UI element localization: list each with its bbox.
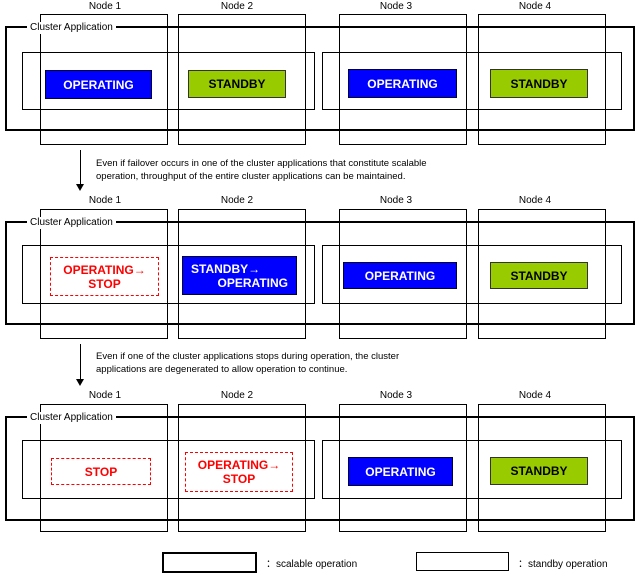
- cluster-application-label: Cluster Application: [27, 22, 116, 34]
- legend-standby-label: ：standby operation: [518, 559, 608, 570]
- down-arrow-2-icon: [76, 379, 84, 386]
- node-2-state-operating-to-stop: OPERATING→ STOP: [185, 452, 293, 492]
- failover-note-line-2: operation, throughput of the entire clus…: [96, 171, 406, 182]
- cluster-application-box: [5, 26, 635, 131]
- node-4-box: [478, 209, 606, 339]
- node-4-label: Node 4: [518, 195, 552, 206]
- cluster-application-box: [5, 416, 635, 521]
- cluster-application-box: [5, 221, 635, 325]
- node-3-box: [339, 404, 467, 532]
- node-4-label: Node 4: [518, 390, 552, 401]
- failover-note-line-1: Even if failover occurs in one of the cl…: [96, 158, 427, 169]
- standby-pair-2-box: [322, 52, 622, 110]
- down-arrow-2-shaft: [80, 344, 81, 380]
- node-1-label: Node 1: [88, 195, 122, 206]
- node-4-label: Node 4: [518, 1, 552, 12]
- node-2-box: [178, 14, 306, 145]
- node-2-state-standby: STANDBY: [188, 70, 286, 98]
- node-2-state-line-2: OPERATING: [217, 275, 288, 290]
- node-3-state-operating: OPERATING: [348, 457, 453, 486]
- node-1-state-stop: STOP: [51, 458, 151, 485]
- node-3-box: [339, 14, 467, 145]
- node-1-state-operating: OPERATING: [45, 70, 152, 99]
- node-1-state-line-2: STOP: [88, 276, 121, 291]
- legend-scalable-swatch: [162, 552, 257, 573]
- node-2-label: Node 2: [220, 1, 254, 12]
- node-1-box: [40, 404, 168, 532]
- degeneration-note: Even if one of the cluster applications …: [96, 350, 516, 376]
- node-1-state-operating-to-stop: OPERATING→ STOP: [50, 257, 159, 296]
- standby-pair-2-box: [322, 245, 622, 304]
- node-4-state-standby: STANDBY: [490, 69, 588, 98]
- node-2-state-line-1: STANDBY→: [191, 261, 261, 276]
- degeneration-note-line-1: Even if one of the cluster applications …: [96, 351, 400, 362]
- cluster-application-label: Cluster Application: [27, 217, 116, 229]
- node-1-state-line-1: OPERATING→: [63, 262, 146, 277]
- node-4-state-standby: STANDBY: [490, 262, 588, 289]
- node-1-box: [40, 209, 168, 339]
- node-2-box: [178, 209, 306, 339]
- node-2-label: Node 2: [220, 390, 254, 401]
- standby-pair-2-box: [322, 440, 622, 499]
- node-2-state-line-2: STOP: [222, 472, 256, 486]
- node-3-label: Node 3: [379, 195, 413, 206]
- node-1-box: [40, 14, 168, 145]
- node-4-box: [478, 14, 606, 145]
- node-3-label: Node 3: [379, 390, 413, 401]
- node-1-label: Node 1: [88, 390, 122, 401]
- standby-pair-1-box: [22, 52, 315, 110]
- standby-pair-1-box: [22, 245, 315, 304]
- legend-standby-swatch: [416, 552, 509, 571]
- node-2-box: [178, 404, 306, 532]
- node-4-state-standby: STANDBY: [490, 457, 588, 485]
- node-2-state-standby-to-operating: STANDBY→ OPERATING: [182, 256, 297, 295]
- failover-note: Even if failover occurs in one of the cl…: [96, 157, 516, 183]
- node-3-state-operating: OPERATING: [348, 69, 457, 98]
- node-1-label: Node 1: [88, 1, 122, 12]
- degeneration-note-line-2: applications are degenerated to allow op…: [96, 364, 348, 375]
- node-2-state-line-1: OPERATING→: [197, 458, 281, 472]
- down-arrow-1-shaft: [80, 150, 81, 185]
- node-4-box: [478, 404, 606, 532]
- node-3-label: Node 3: [379, 1, 413, 12]
- standby-pair-1-box: [22, 440, 315, 499]
- legend-scalable-label: ：scalable operation: [266, 559, 358, 570]
- down-arrow-1-icon: [76, 184, 84, 191]
- node-3-state-operating: OPERATING: [343, 262, 457, 289]
- cluster-application-label: Cluster Application: [27, 412, 116, 424]
- node-2-label: Node 2: [220, 195, 254, 206]
- node-3-box: [339, 209, 467, 339]
